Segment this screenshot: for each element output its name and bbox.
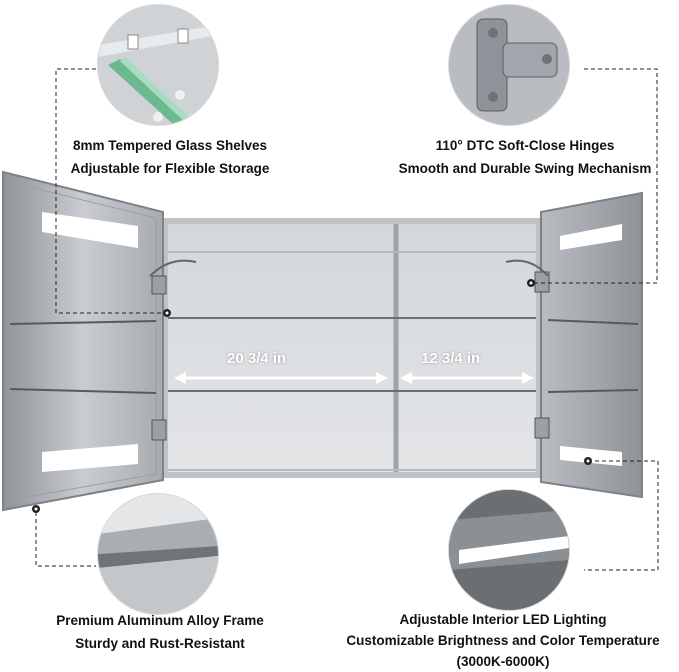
hinge-detail-image [448, 4, 570, 126]
hinges [149, 259, 550, 441]
hinge-subtitle: Smooth and Durable Swing Mechanism [398, 161, 652, 176]
hinge-bottom-left [151, 419, 167, 441]
dimension-arrows [174, 372, 534, 384]
glass-shelf-caption: 8mm Tempered Glass Shelves Adjustable fo… [40, 134, 300, 180]
hinge-caption: 110° DTC Soft-Close Hinges Smooth and Du… [372, 134, 678, 180]
frame-detail-image [97, 493, 219, 615]
left-width-label: 20 3/4 in [227, 350, 287, 367]
led-strip-top-right [560, 224, 622, 250]
led-strip-bottom-left [42, 444, 138, 472]
hinge-bottom-right [534, 417, 550, 439]
callout-lines [35, 68, 659, 571]
right-width-label: 12 3/4 in [421, 350, 481, 367]
glass-shelf-detail-image [97, 4, 219, 126]
cabinet-body [163, 218, 541, 478]
glass-shelf-title: 8mm Tempered Glass Shelves [72, 138, 268, 153]
led-strip-top-left [42, 212, 138, 248]
right-mirror-door [540, 191, 643, 499]
left-mirror-door [1, 170, 164, 512]
glass-shelf-subtitle: Adjustable for Flexible Storage [70, 161, 270, 176]
led-title: Adjustable Interior LED Lighting [399, 612, 607, 627]
hinge-title: 110° DTC Soft-Close Hinges [435, 138, 615, 153]
led-color-range: (3000K-6000K) [456, 654, 550, 669]
callout-dot-centers [34, 281, 590, 511]
led-caption: Adjustable Interior LED Lighting Customi… [330, 609, 676, 672]
led-strip-bottom-right [560, 446, 622, 466]
frame-subtitle: Sturdy and Rust-Resistant [75, 636, 245, 651]
hinge-top-right [534, 271, 550, 293]
hinge-top-left [151, 275, 167, 295]
led-detail-image [448, 489, 570, 611]
frame-caption: Premium Aluminum Alloy Frame Sturdy and … [30, 609, 290, 655]
frame-title: Premium Aluminum Alloy Frame [56, 613, 264, 628]
led-subtitle: Customizable Brightness and Color Temper… [346, 633, 660, 648]
